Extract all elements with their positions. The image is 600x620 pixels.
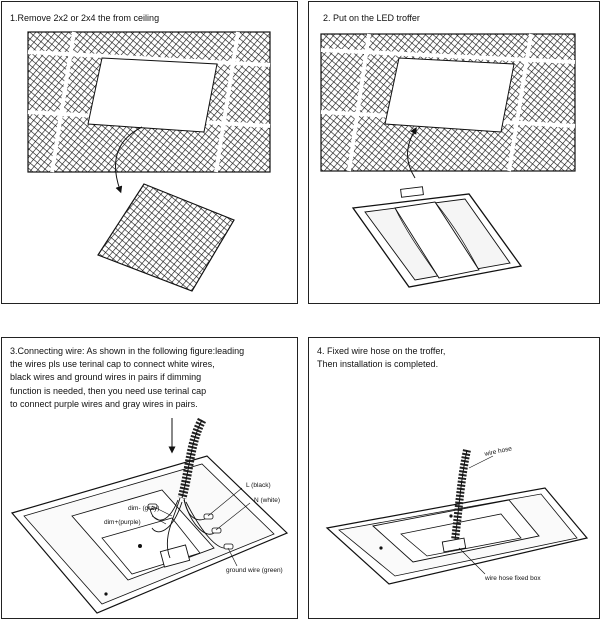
wiring-illustration: L (black) N (white) dim- (gray) dim+(pur… [10, 417, 289, 614]
step-4-panel: 4. Fixed wire hose on the troffer, Then … [308, 337, 600, 619]
led-troffer [351, 186, 523, 288]
step-3-caption: 3.Connecting wire: As shown in the follo… [10, 346, 245, 409]
step-3-panel: 3.Connecting wire: As shown in the follo… [1, 337, 298, 619]
completed-install-illustration: wire hose wire hose fixed box [325, 445, 589, 585]
label-gray: dim- (gray) [128, 505, 159, 512]
wire-hose [177, 417, 207, 500]
install-arrow [407, 126, 417, 179]
removal-arrow [115, 126, 143, 194]
callout-lines [151, 487, 251, 567]
label-wire-hose-box: wire hose fixed box [484, 575, 541, 582]
ceiling-grid [27, 31, 271, 173]
label-wire-hose: wire hose [483, 445, 513, 458]
step-2-caption: 2. Put on the LED troffer [323, 13, 420, 23]
ceiling-removal-illustration [27, 31, 271, 292]
ceiling-grid [320, 33, 576, 172]
step-2-panel: 2. Put on the LED troffer [308, 1, 600, 304]
label-white: N (white) [254, 497, 280, 504]
label-ground: ground wire (green) [226, 567, 283, 574]
wire-hose-fixed-box [441, 537, 467, 553]
label-purple: dim+(purple) [104, 519, 141, 526]
step-1-panel: 1.Remove 2x2 or 2x4 the from ceiling [1, 1, 298, 304]
troffer-install-illustration [320, 33, 576, 288]
wires [149, 497, 228, 559]
removed-ceiling-tile [97, 183, 235, 292]
callout-lines [458, 455, 494, 575]
troffer-body [10, 455, 289, 614]
step-4-caption: 4. Fixed wire hose on the troffer, Then … [317, 346, 446, 370]
label-black: L (black) [246, 482, 271, 489]
step-1-caption: 1.Remove 2x2 or 2x4 the from ceiling [10, 13, 160, 23]
wire-hose [451, 449, 471, 541]
